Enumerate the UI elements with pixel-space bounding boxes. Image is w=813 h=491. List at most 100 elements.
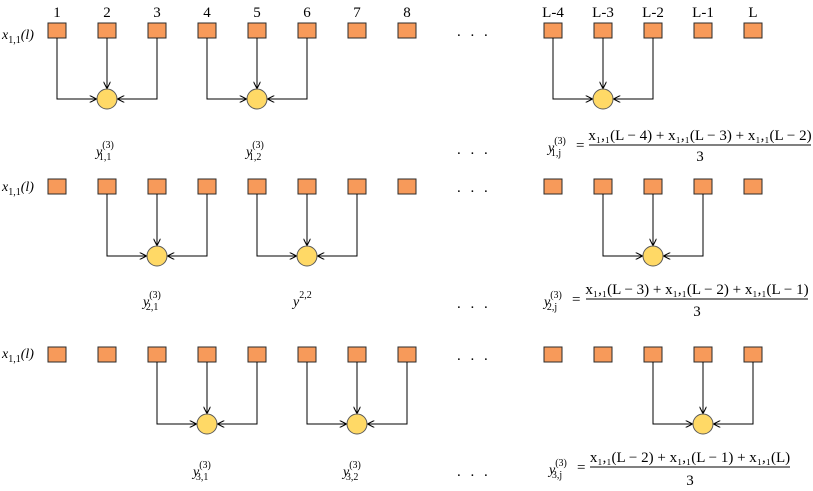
input-square — [97, 346, 117, 363]
formula: y(3)2,j = x₁,₁(L − 3) + x₁,₁(L − 2) + x₁… — [542, 282, 809, 320]
formula-equals: = — [577, 460, 585, 476]
ellipsis: . . . — [457, 464, 491, 480]
input-square — [397, 346, 417, 363]
averaging-connector — [602, 194, 704, 267]
formula-denominator: 3 — [693, 304, 701, 320]
formula-lhs: y(3)1,j — [546, 136, 566, 159]
ellipsis: . . . — [457, 180, 491, 196]
input-square — [297, 22, 317, 39]
input-square — [743, 22, 763, 39]
input-square — [347, 178, 367, 195]
input-square — [47, 346, 67, 363]
column-label: 7 — [353, 5, 361, 21]
formula-numerator: x₁,₁(L − 3) + x₁,₁(L − 2) + x₁,₁(L − 1) — [585, 282, 808, 298]
formula-denominator: 3 — [696, 149, 704, 165]
column-label: L-1 — [692, 5, 714, 21]
output-label: y(3)1,1 — [94, 140, 114, 163]
input-square — [593, 178, 613, 195]
row-2: x1,1(l) . . . — [1, 178, 809, 320]
input-square — [593, 22, 613, 39]
averaging-connector — [652, 362, 754, 435]
input-square — [47, 22, 67, 39]
sum-node — [642, 245, 664, 267]
input-square — [197, 22, 217, 39]
input-square — [247, 22, 267, 39]
column-label: 2 — [103, 5, 111, 21]
sum-node — [146, 245, 168, 267]
output-label: y2,2 — [291, 290, 312, 310]
averaging-connector — [106, 194, 208, 267]
input-square — [147, 178, 167, 195]
ellipsis: . . . — [457, 24, 491, 40]
input-square — [543, 346, 563, 363]
averaging-connector — [56, 38, 158, 110]
row-input-label: x1,1(l) — [1, 180, 34, 198]
row-1: x1,1(l) . . . — [1, 22, 812, 165]
input-square — [47, 178, 67, 195]
input-square — [97, 22, 117, 39]
row-3: x1,1(l) . . . — [1, 346, 790, 489]
formula-equals: = — [572, 292, 580, 308]
formula-lhs: y(3)2,j — [542, 290, 562, 313]
ellipsis: . . . — [457, 296, 491, 312]
row-input-label: x1,1(l) — [1, 28, 34, 46]
input-square — [197, 346, 217, 363]
sum-node — [196, 413, 218, 435]
output-label: y(3)2,1 — [141, 290, 161, 313]
column-label: L — [748, 5, 757, 21]
input-square — [593, 346, 613, 363]
sum-node — [346, 413, 368, 435]
input-square — [297, 346, 317, 363]
input-square — [97, 178, 117, 195]
input-square — [643, 346, 663, 363]
formula: y(3)3,j = x₁,₁(L − 2) + x₁,₁(L − 1) + x₁… — [547, 450, 790, 489]
column-label: L-2 — [642, 5, 664, 21]
input-square — [743, 178, 763, 195]
formula-numerator: x₁,₁(L − 4) + x₁,₁(L − 3) + x₁,₁(L − 2) — [588, 128, 811, 144]
input-square — [347, 22, 367, 39]
formula-denominator: 3 — [686, 473, 694, 489]
input-square — [397, 178, 417, 195]
input-square — [693, 22, 713, 39]
input-square — [743, 346, 763, 363]
column-label: 5 — [253, 5, 261, 21]
input-square — [693, 178, 713, 195]
input-square — [693, 346, 713, 363]
input-square — [543, 22, 563, 39]
ellipsis: . . . — [457, 348, 491, 364]
sum-node — [96, 88, 118, 110]
formula-lhs: y(3)3,j — [547, 458, 567, 481]
input-square — [247, 346, 267, 363]
column-label: 8 — [403, 5, 411, 21]
formula-equals: = — [576, 138, 584, 154]
column-label: 4 — [203, 5, 211, 21]
formula: y(3)1,j = x₁,₁(L − 4) + x₁,₁(L − 3) + x₁… — [546, 128, 812, 165]
ellipsis: . . . — [457, 142, 491, 158]
averaging-connector — [206, 38, 308, 110]
column-label: 3 — [153, 5, 161, 21]
sum-node — [692, 413, 714, 435]
input-square — [297, 178, 317, 195]
input-square — [397, 22, 417, 39]
column-label: 6 — [303, 5, 311, 21]
input-square — [247, 178, 267, 195]
input-square — [543, 178, 563, 195]
input-square — [347, 346, 367, 363]
column-label: L-4 — [542, 5, 564, 21]
input-square — [147, 346, 167, 363]
column-label: L-3 — [592, 5, 614, 21]
input-square — [643, 178, 663, 195]
input-square — [643, 22, 663, 39]
row-input-label: x1,1(l) — [1, 347, 34, 365]
sum-node — [296, 245, 318, 267]
output-label: y(3)3,2 — [341, 460, 361, 483]
formula-numerator: x₁,₁(L − 2) + x₁,₁(L − 1) + x₁,₁(L) — [590, 450, 790, 466]
averaging-connector — [306, 362, 408, 435]
column-label: 1 — [53, 5, 61, 21]
sum-node — [592, 88, 614, 110]
averaging-connector — [156, 362, 258, 435]
column-labels: 1 2 3 4 5 6 7 8 L-4 L-3 L-2 L-1 L — [53, 5, 757, 21]
output-label: y(3)1,2 — [244, 140, 264, 163]
input-square — [197, 178, 217, 195]
